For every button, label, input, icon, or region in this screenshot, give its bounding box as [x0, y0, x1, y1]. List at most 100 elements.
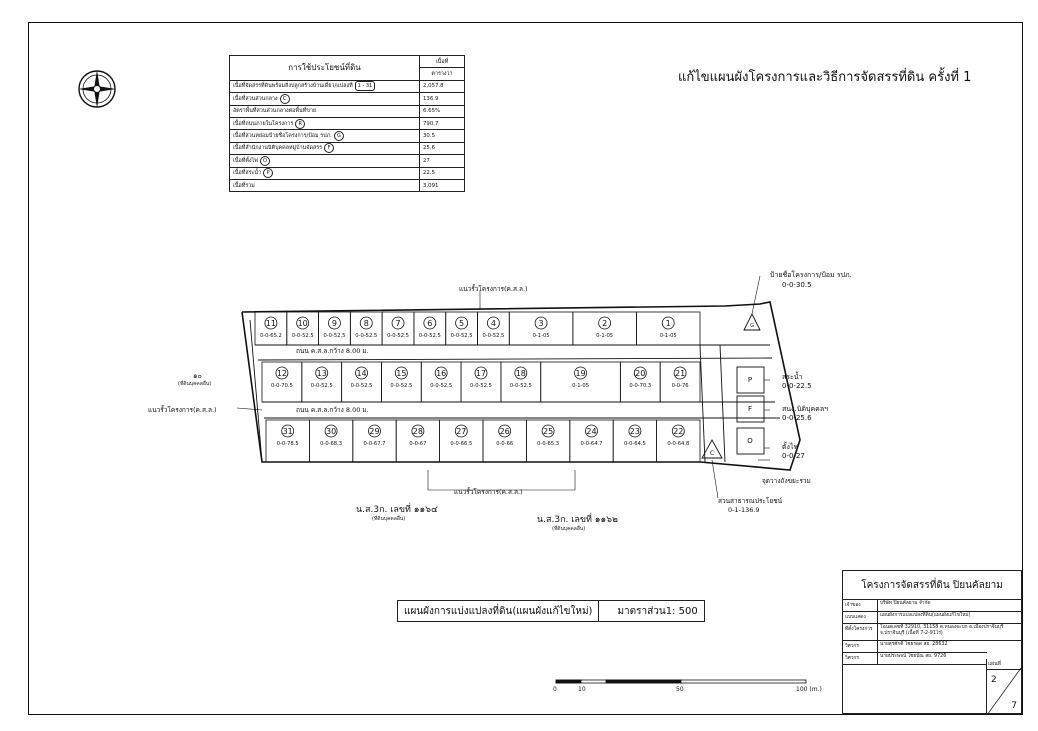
plot-number: 4: [491, 319, 496, 328]
plot-area: 0-0-52.5: [510, 383, 532, 389]
plot-number: 1: [666, 319, 671, 328]
land-use-tag: G: [333, 131, 344, 142]
plot-number-circle: [474, 366, 488, 380]
plot-number: 24: [586, 427, 596, 436]
plot-number: 9: [332, 319, 337, 328]
plot-number: 14: [356, 369, 366, 378]
land-use-tag: F: [324, 143, 335, 154]
plot-boundary: [636, 311, 701, 346]
sheet-number-box: แผ่นที่ 2 7: [986, 659, 1021, 715]
plot-number: 10: [298, 319, 308, 328]
title-block-value: บริษัท ปิยนคัลยาม จำกัด: [880, 601, 931, 606]
plot-area: 0-0-52.5: [482, 333, 504, 339]
land-use-value: 27: [419, 154, 465, 168]
plot-number-circle: [411, 424, 425, 438]
plot-number: 5: [459, 319, 464, 328]
title-block-value: โฉนดเลขที่ 32910, 31158 ต.หนองจะบก อ.เมื…: [880, 625, 1004, 636]
caption-text: แผนผังการแบ่งแปลงที่ดิน(แผนผังแก้ไขใหม่): [404, 605, 593, 617]
plot-number-circle: [394, 366, 408, 380]
fence-top-label: แนวรั้วโครงการ(ค.ส.ล.): [459, 285, 528, 293]
title-block-row: วิศวกรนายประพจน์ ไชยบัณ สย. 9726: [843, 653, 987, 665]
scale-bar: [555, 679, 807, 684]
plot-number: 25: [543, 427, 553, 436]
plot-area: 0-0-66: [496, 441, 513, 447]
plot-area: 0-0-65.3: [537, 441, 559, 447]
svg-text:P: P: [748, 376, 752, 384]
land-use-value: 3,091: [419, 178, 465, 193]
land-use-row: เนื้อที่จัดสรรที่ดินพร้อมสิ่งปลูกสร้างบ้…: [229, 79, 465, 94]
deed-right: น.ส.3ก. เลขที่ ๑๑๖๒: [537, 515, 618, 525]
plot-number-circle: [328, 316, 341, 330]
left-owner: (ที่ดินบุคคลอื่น): [178, 381, 212, 387]
plot-number-circle: [633, 366, 647, 380]
plot-boundary: [341, 361, 382, 403]
plot-number: 17: [476, 369, 486, 378]
plot-number-circle: [671, 424, 685, 438]
land-use-label-text: เนื้อที่รวม: [233, 182, 255, 189]
scale-tick-0: 0: [553, 686, 557, 693]
sheet-label: แผ่นที่: [987, 659, 1021, 670]
plot-area: 0-1-05: [596, 333, 613, 339]
plot-area: 0-0-76: [672, 383, 689, 389]
land-use-value: 790.7: [419, 116, 465, 131]
drawing-caption: แผนผังการแบ่งแปลงที่ดิน(แผนผังแก้ไขใหม่)…: [397, 600, 705, 622]
plot-area: 0-0-66.5: [450, 441, 472, 447]
plot-number-circle: [628, 424, 642, 438]
plot-area: 0-0-52.5: [387, 333, 409, 339]
plot-number: 11: [266, 319, 276, 328]
page-title: แก้ไขแผนผังโครงการและวิธีการจัดสรรที่ดิน…: [678, 70, 972, 85]
office-area-value: 0-0-25.6: [782, 414, 812, 422]
plot-number-circle: [574, 366, 587, 380]
plot-area: 0-1-05: [572, 383, 589, 389]
plot-area: 0-0-52.5: [292, 333, 314, 339]
power-label: ตั้งไฟ: [782, 443, 799, 451]
plot-number-circle: [391, 316, 405, 330]
drawing-sheet: [28, 22, 1023, 715]
land-use-row: เนื้อที่สวนหย่อมป้ายชื่อโครงการ/ป้อม รปภ…: [229, 129, 465, 143]
plot-boundary: [420, 361, 462, 403]
plot-number-circle: [423, 316, 437, 330]
plot-area: 0-0-52.5: [355, 333, 377, 339]
scale-tick-50: 50: [676, 686, 684, 693]
plot-number-circle: [368, 424, 381, 438]
title-block: โครงการจัดสรรที่ดิน ปิยนคัลยาม เจ้าของบร…: [842, 570, 1022, 715]
office-label: สนง.นิติบุคคลฯ: [782, 405, 829, 413]
office-area: [736, 395, 765, 423]
plot-boundary: [619, 361, 661, 403]
plot-number: 22: [673, 427, 683, 436]
power-area: [736, 427, 765, 455]
plot-area: 0-0-64.8: [667, 441, 689, 447]
plot-area: 0-0-68.3: [320, 441, 342, 447]
title-block-key: แบบแสดง: [843, 612, 878, 623]
plot-number-circle: [661, 316, 675, 330]
fence-bottom-label: แนวรั้วโครงการ(ค.ส.ล.): [454, 488, 523, 496]
park-area-value: 0-1-136.9: [728, 506, 760, 514]
plot-number: 18: [516, 369, 526, 378]
title-block-key: ที่ตั้งโครงการ: [843, 624, 878, 640]
plot-boundary: [261, 361, 303, 403]
plot-number-circle: [264, 316, 278, 330]
plot-number-circle: [275, 366, 289, 380]
scale-tick-100: 100 (m.): [796, 686, 822, 693]
plot-boundary: [500, 361, 542, 403]
plot-area: 0-0-52.5: [430, 383, 452, 389]
scale-tick-10: 10: [578, 686, 586, 693]
plot-number-circle: [514, 366, 528, 380]
plot-area: 0-0-70.5: [271, 383, 293, 389]
land-use-label-text: เนื้อที่ตั้งไฟ: [233, 157, 258, 164]
land-use-label-text: เนื้อที่จัดสรรที่ดินพร้อมสิ่งปลูกสร้างบ้…: [233, 83, 353, 90]
plot-boundary: [301, 361, 343, 403]
road-upper-label: ถนน ค.ส.ล.กว้าง 8.00 ม.: [296, 347, 369, 355]
plot-number: 12: [277, 369, 287, 378]
plot-number: 31: [283, 427, 293, 436]
plot-number: 30: [326, 427, 336, 436]
title-block-row: แบบแสดงแผนผังการแบ่งแปลงที่ดิน(แผนผังแก้…: [843, 612, 1021, 624]
plot-area: 0-0-52.5: [419, 333, 441, 339]
plot-area: 0-1-05: [533, 333, 550, 339]
land-use-label: เนื้อที่สวนหย่อมป้ายชื่อโครงการ/ป้อม รปภ…: [229, 129, 420, 143]
park-label: สวนสาธารณประโยชน์: [718, 497, 783, 505]
plot-number: 20: [635, 369, 645, 378]
plot-number: 6: [427, 319, 432, 328]
